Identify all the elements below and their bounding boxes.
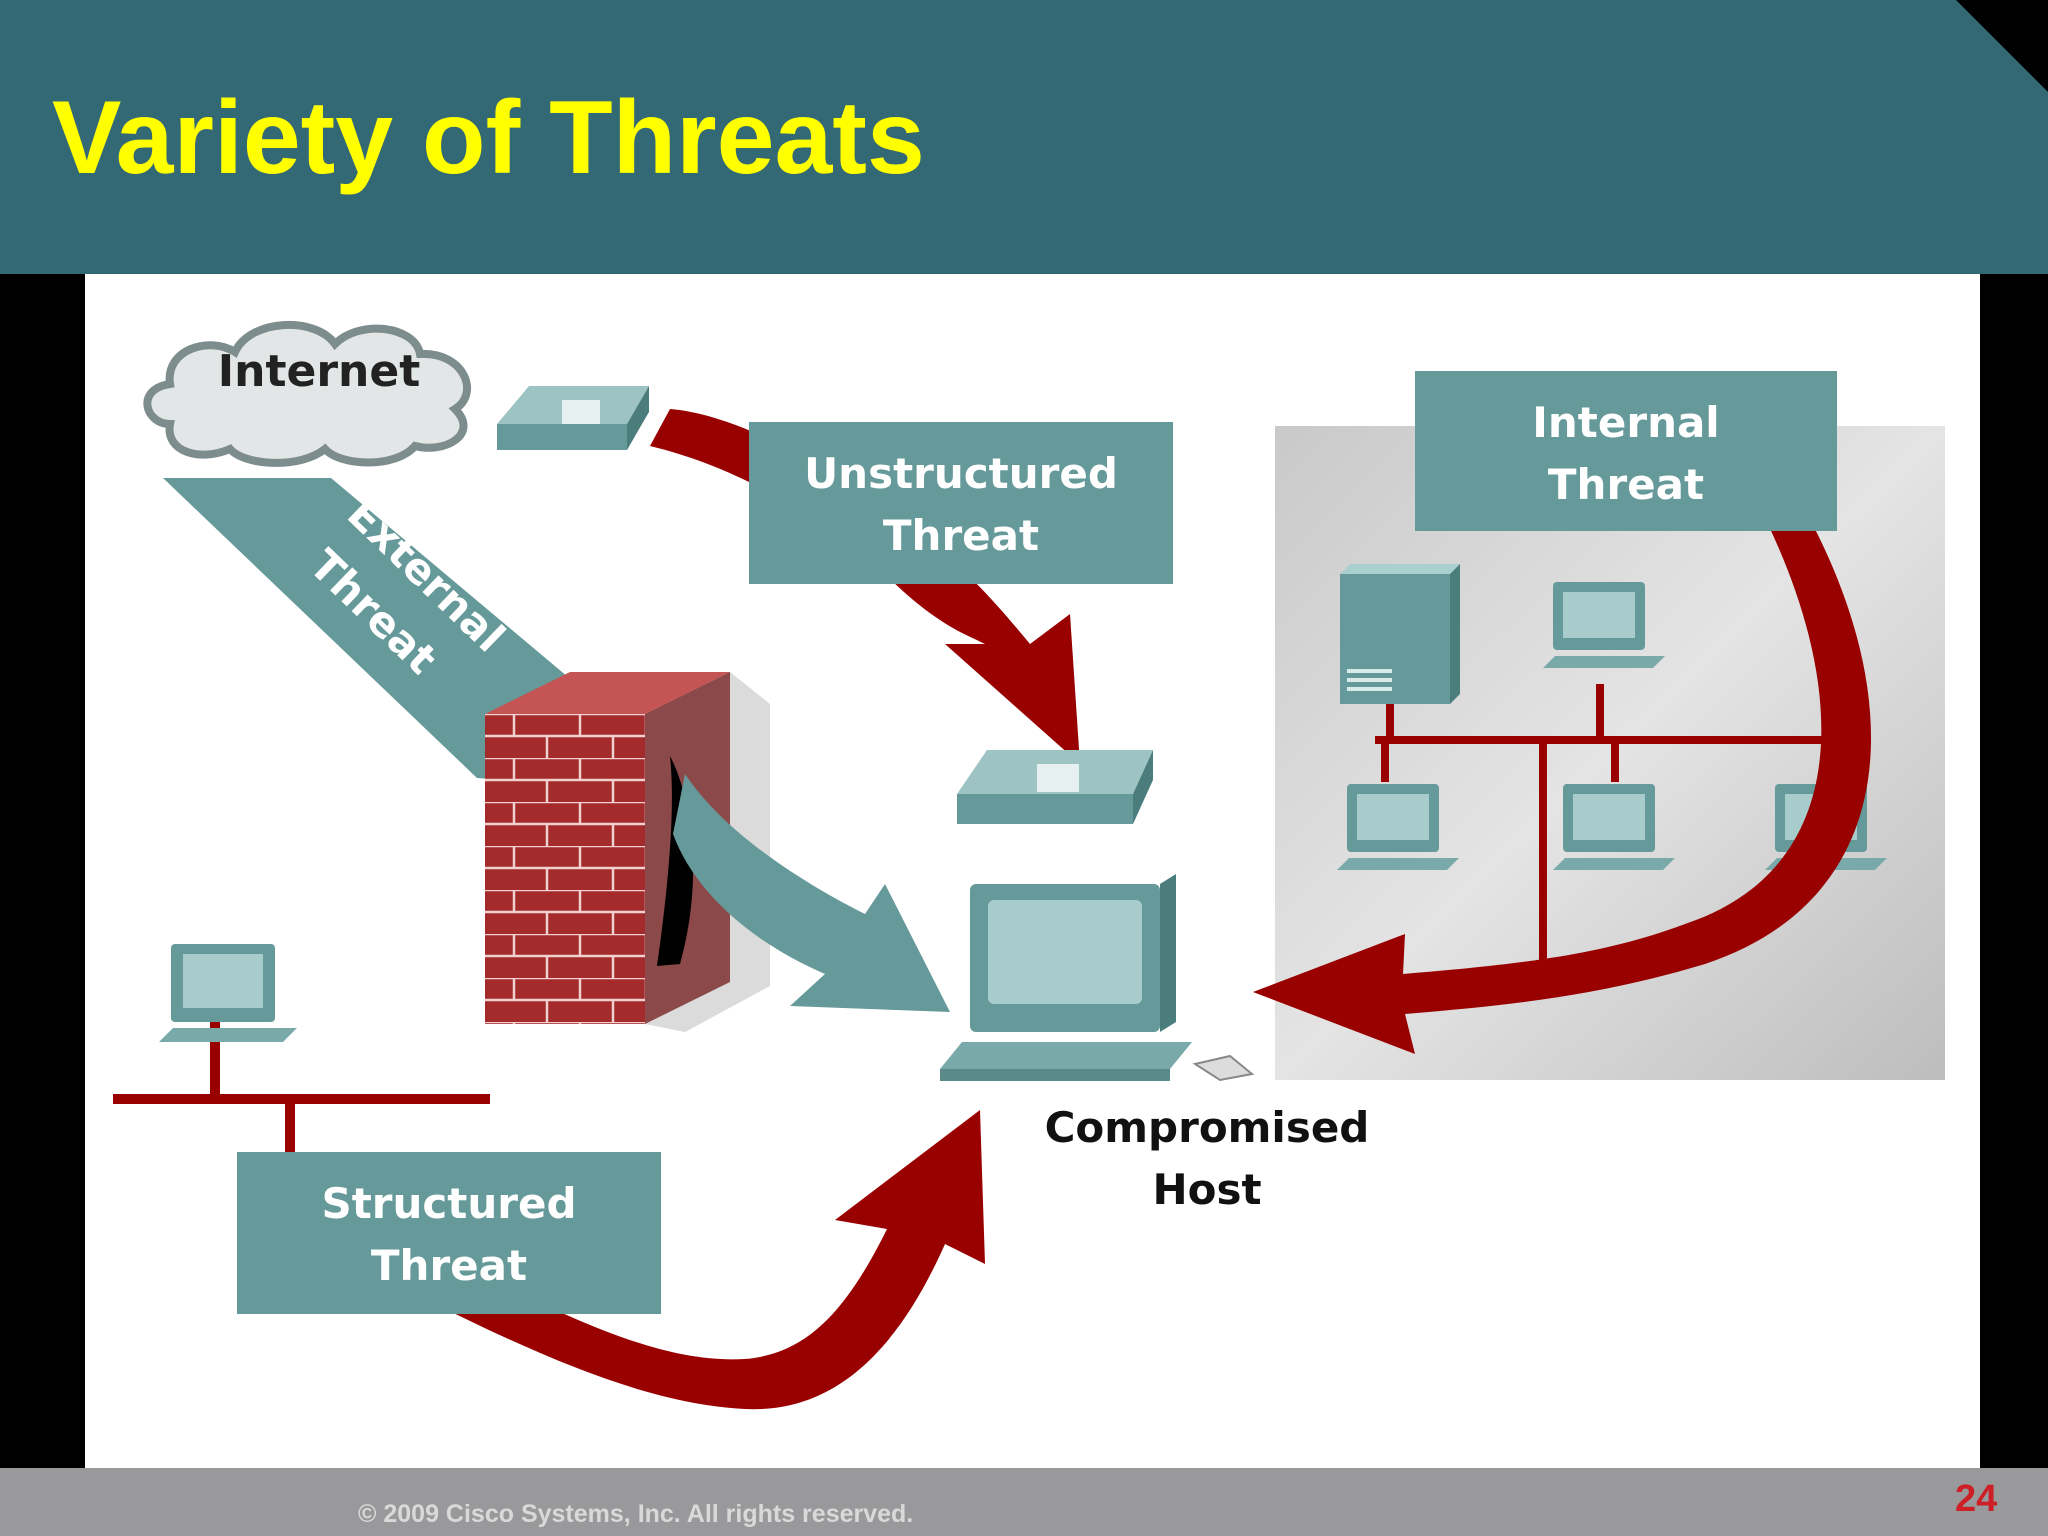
unstructured-threat-label-line1: Unstructured	[804, 449, 1118, 498]
telephone-icon	[497, 386, 649, 450]
slide-title: Variety of Threats	[52, 78, 925, 198]
telephone-icon	[957, 750, 1153, 824]
unstructured-threat-label-line2: Threat	[883, 511, 1039, 560]
workstation-icon	[159, 944, 297, 1042]
compromised-host-icon	[940, 874, 1252, 1081]
header-corner	[1956, 0, 2048, 92]
structured-threat-label-line1: Structured	[321, 1179, 576, 1228]
threat-diagram: Internal Threat Internet Unstructured Th…	[85, 274, 1980, 1468]
compromised-host-label-line2: Host	[1152, 1165, 1261, 1214]
compromised-host-label-line1: Compromised	[1045, 1103, 1370, 1152]
internet-label: Internet	[218, 346, 420, 397]
structured-threat-label-line2: Threat	[371, 1241, 527, 1290]
slide-footer	[0, 1468, 2048, 1536]
copyright-notice: © 2009 Cisco Systems, Inc. All rights re…	[358, 1500, 913, 1529]
internal-threat-label-line2: Threat	[1548, 460, 1704, 509]
server-icon	[1340, 564, 1460, 704]
internet-cloud: Internet	[147, 325, 467, 463]
page-number: 24	[1955, 1478, 1997, 1521]
internal-threat-label-line1: Internal	[1532, 398, 1719, 447]
